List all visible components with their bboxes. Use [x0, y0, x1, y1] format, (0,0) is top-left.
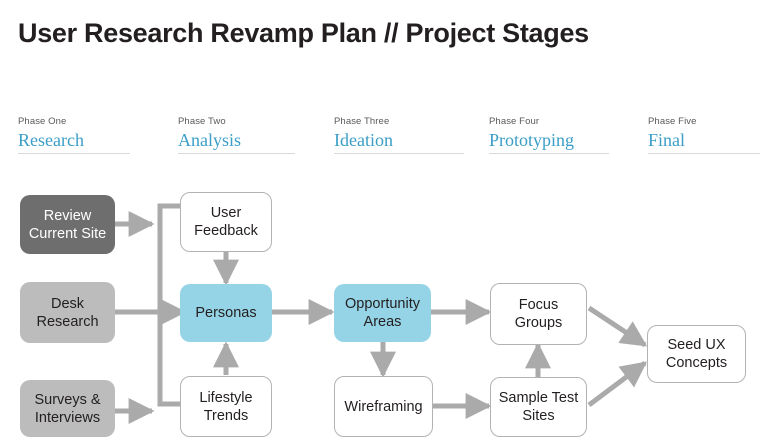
node-desk-research[interactable]: Desk Research — [20, 282, 115, 343]
node-user-feedback[interactable]: User Feedback — [180, 192, 272, 252]
node-label-line1: Review — [43, 207, 92, 224]
node-label-line1: Lifestyle — [199, 389, 253, 406]
node-label-line2: Concepts — [665, 355, 728, 371]
node-seed-ux-concepts[interactable]: Seed UX Concepts — [647, 325, 746, 383]
node-label-line1: Wireframing — [344, 398, 423, 415]
node-focus-groups[interactable]: Focus Groups — [490, 283, 587, 345]
phase-kicker: Phase Four — [489, 116, 540, 127]
node-label-line2: Sites — [522, 408, 555, 424]
node-label-line1: Surveys & — [34, 391, 101, 408]
node-label-line1: Personas — [195, 305, 257, 321]
phase-rule — [489, 153, 609, 154]
node-label-line2: Groups — [514, 315, 563, 331]
page-title: User Research Revamp Plan // Project Sta… — [18, 18, 589, 48]
node-label-line1: Seed UX — [667, 337, 726, 353]
node-label-line2: Feedback — [194, 223, 258, 239]
phase-name: Prototyping — [489, 130, 575, 150]
node-wireframing[interactable]: Wireframing — [334, 376, 433, 437]
phase-kicker: Phase Five — [648, 116, 697, 127]
node-label-line2: Trends — [203, 407, 249, 424]
node-personas[interactable]: Personas — [180, 284, 272, 342]
node-label-line2: Research — [36, 313, 99, 330]
node-label-line1: Desk — [50, 295, 85, 312]
node-review-current-site[interactable]: Review Current Site — [20, 195, 115, 254]
phase-header-five: Phase Five Final — [648, 116, 760, 154]
node-surveys-interviews[interactable]: Surveys & Interviews — [20, 380, 115, 437]
node-label-line2: Current Site — [28, 225, 107, 242]
phase-kicker: Phase Three — [334, 116, 390, 127]
phase-rule — [648, 153, 760, 154]
phase-kicker: Phase Two — [178, 116, 226, 127]
node-label-line2: Areas — [363, 314, 402, 330]
phase-name: Research — [18, 130, 84, 150]
node-lifestyle-trends[interactable]: Lifestyle Trends — [180, 376, 272, 437]
node-sample-test-sites[interactable]: Sample Test Sites — [490, 377, 587, 437]
node-label-line1: Focus — [518, 297, 559, 313]
phase-header-four: Phase Four Prototyping — [489, 116, 609, 154]
phase-rule — [334, 153, 464, 154]
phase-header-one: Phase One Research — [18, 116, 130, 154]
node-label-line1: User — [210, 205, 242, 221]
phase-kicker: Phase One — [18, 116, 67, 127]
phase-rule — [178, 153, 295, 154]
node-label-line1: Sample Test — [498, 390, 579, 406]
phase-name: Ideation — [334, 130, 393, 150]
node-label-line1: Opportunity — [345, 296, 420, 312]
phase-name: Analysis — [178, 130, 241, 150]
phase-rule — [18, 153, 130, 154]
node-opportunity-areas[interactable]: Opportunity Areas — [334, 284, 431, 342]
phase-header-three: Phase Three Ideation — [334, 116, 464, 154]
node-label-line2: Interviews — [34, 409, 101, 426]
phase-name: Final — [648, 130, 686, 150]
phase-header-two: Phase Two Analysis — [178, 116, 295, 154]
